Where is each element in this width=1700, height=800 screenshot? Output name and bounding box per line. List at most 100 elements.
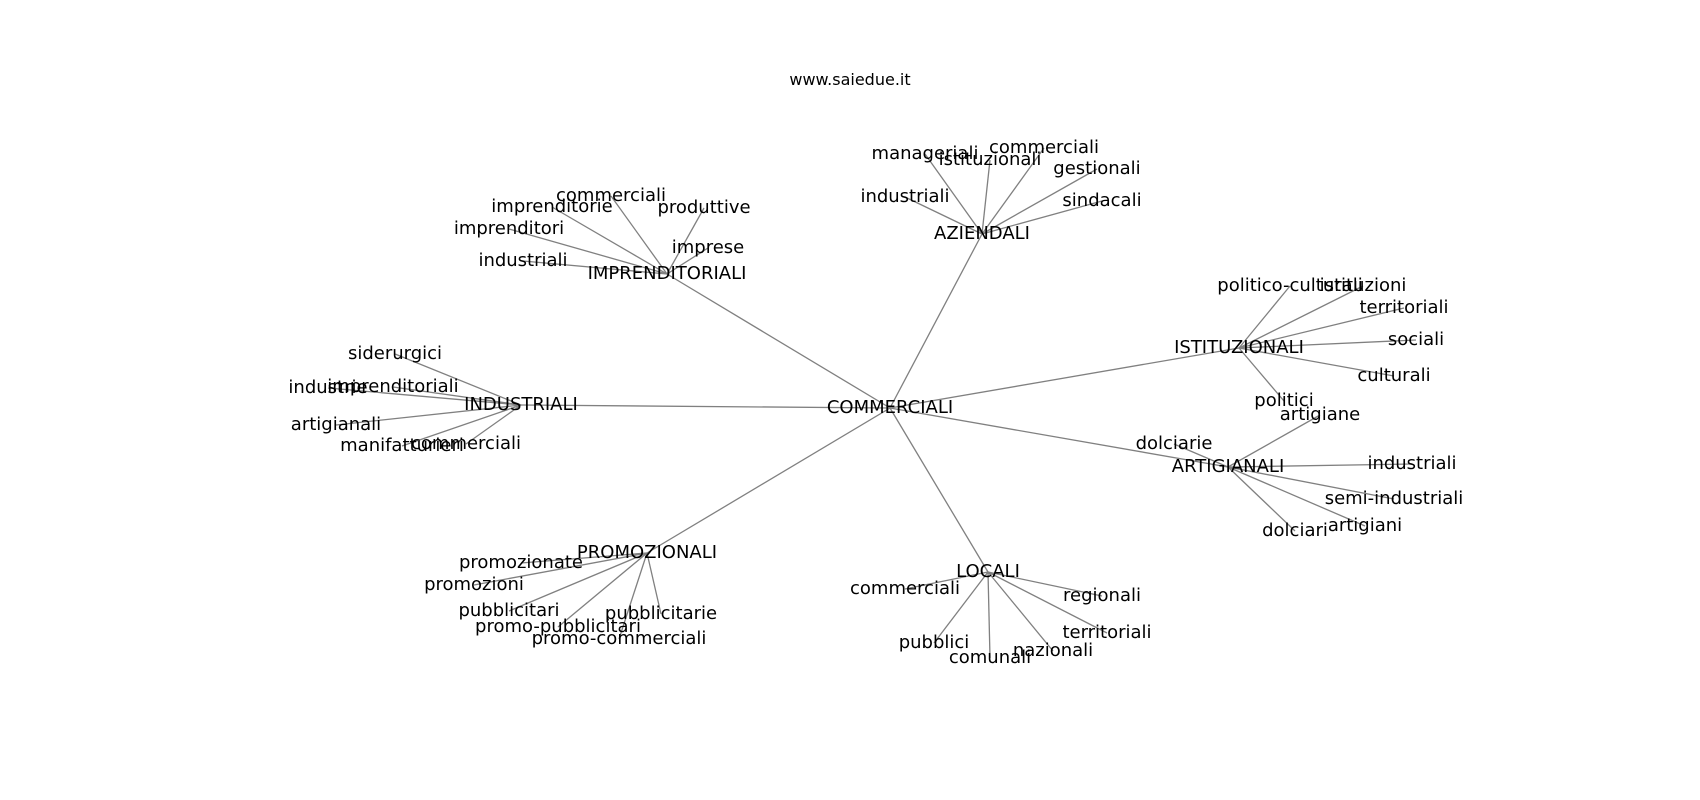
node-leaf-locali-2: territoriali: [1062, 622, 1151, 643]
node-leaf-istituzionali-5: politici: [1254, 390, 1313, 411]
edge-imprenditoriali-leaf-0: [610, 195, 668, 275]
node-leaf-locali-4: nazionali: [1013, 640, 1093, 661]
node-hub-aziendali: AZIENDALI: [934, 223, 1030, 244]
node-leaf-artigianali-5: dolciari: [1262, 520, 1328, 541]
node-leaf-aziendali-5: sindacali: [1062, 190, 1141, 211]
node-leaf-locali-3: pubblici: [899, 632, 970, 653]
node-leaf-industriali-0: siderurgici: [348, 343, 442, 364]
edge-industriali-leaf-3: [335, 404, 522, 426]
node-hub-istituzionali: ISTITUZIONALI: [1174, 337, 1304, 358]
node-leaf-locali-1: regionali: [1063, 585, 1141, 606]
node-leaf-artigianali-0: artigiane: [1280, 404, 1360, 425]
node-leaf-locali-0: commerciali: [850, 578, 960, 599]
node-leaf-istituzionali-1: istituzioni: [1320, 275, 1407, 296]
edge-locali-leaf-2: [987, 571, 1108, 634]
node-leaf-artigianali-3: semi-industriali: [1325, 488, 1464, 509]
edge-root-aziendali: [889, 233, 983, 409]
node-leaf-industriali-5: commerciali: [411, 433, 521, 454]
node-leaf-industriali-2: imprenditoriali: [327, 376, 458, 397]
edge-promozionali-leaf-3: [646, 552, 662, 615]
edge-promozionali-leaf-2: [508, 552, 648, 612]
edge-locali-leaf-0: [904, 571, 989, 590]
node-leaf-artigianali-4: artigiani: [1328, 515, 1402, 536]
edge-industriali-leaf-2: [392, 386, 522, 406]
edge-promozionali-leaf-1: [473, 552, 648, 586]
edge-industriali-leaf-5: [465, 404, 522, 445]
node-leaf-industriali-4: manifatturieri: [340, 435, 464, 456]
node-hub-imprenditoriali: IMPRENDITORIALI: [588, 263, 747, 284]
node-hub-promozionali: PROMOZIONALI: [577, 542, 717, 563]
edge-istituzionali-leaf-3: [1238, 339, 1417, 349]
node-leaf-imprenditoriali-2: produttive: [657, 197, 750, 218]
edge-promozionali-leaf-0: [520, 552, 648, 564]
edge-industriali-leaf-4: [401, 404, 522, 447]
node-leaf-promozionali-3: pubblicitarie: [605, 603, 717, 624]
node-leaf-imprenditoriali-5: industriali: [478, 250, 567, 271]
node-leaf-promozionali-5: promo-commerciali: [532, 628, 707, 649]
node-leaf-istituzionali-2: territoriali: [1359, 297, 1448, 318]
edge-industriali-leaf-1: [327, 387, 522, 406]
edge-imprenditoriali-leaf-4: [666, 247, 709, 275]
node-leaf-industriali-3: artigianali: [291, 414, 381, 435]
edge-aziendali-leaf-4: [904, 196, 983, 235]
node-leaf-istituzionali-0: politico-culturali: [1217, 275, 1362, 296]
node-leaf-industriali-1: industrie: [288, 377, 367, 398]
edge-imprenditoriali-leaf-3: [508, 228, 668, 275]
edge-locali-leaf-5: [987, 571, 991, 659]
edge-promozionali-leaf-5: [618, 552, 648, 640]
node-leaf-promozionali-0: promozionate: [459, 552, 583, 573]
edge-root-industriali: [520, 404, 891, 409]
edge-aziendali-leaf-5: [981, 200, 1103, 235]
node-leaf-promozionali-1: promozioni: [424, 574, 524, 595]
edge-istituzionali-leaf-0: [1238, 285, 1291, 349]
edge-aziendali-leaf-1: [981, 147, 1045, 235]
edge-aziendali-leaf-0: [924, 153, 983, 235]
edge-imprenditoriali-leaf-2: [666, 207, 705, 275]
edge-istituzionali-leaf-1: [1238, 285, 1364, 349]
edge-locali-leaf-1: [987, 571, 1103, 597]
edge-artigianali-leaf-5: [1227, 466, 1296, 532]
edge-root-locali: [889, 407, 989, 573]
edge-root-istituzionali: [889, 347, 1240, 409]
edge-industriali-leaf-0: [394, 353, 522, 406]
edge-aziendali-leaf-3: [981, 168, 1098, 235]
edge-locali-leaf-3: [933, 571, 989, 644]
node-leaf-aziendali-1: commerciali: [989, 137, 1099, 158]
node-leaf-artigianali-1: dolciarie: [1136, 433, 1213, 454]
node-leaf-aziendali-4: industriali: [860, 186, 949, 207]
edge-imprenditoriali-leaf-1: [551, 206, 668, 275]
edge-imprenditoriali-leaf-5: [522, 260, 668, 275]
labels-group: COMMERCIALI AZIENDALI manageriali commercia…: [288, 137, 1463, 668]
edge-aziendali-leaf-2: [981, 159, 991, 235]
edge-locali-leaf-4: [987, 571, 1054, 652]
edge-artigianali-leaf-3: [1227, 466, 1395, 500]
edge-artigianali-leaf-0: [1227, 414, 1321, 468]
edge-istituzionali-leaf-2: [1238, 307, 1405, 349]
node-leaf-aziendali-0: manageriali: [872, 143, 979, 164]
node-leaf-istituzionali-3: sociali: [1388, 329, 1444, 350]
edge-artigianali-leaf-2: [1227, 463, 1413, 468]
node-leaf-imprenditoriali-1: imprenditorie: [491, 196, 612, 217]
edges-group: [327, 147, 1417, 659]
node-leaf-istituzionali-4: culturali: [1357, 365, 1430, 386]
edge-root-artigianali: [889, 407, 1229, 468]
node-leaf-imprenditoriali-4: imprese: [672, 237, 745, 258]
edge-istituzionali-leaf-4: [1238, 347, 1395, 377]
edge-promozionali-leaf-4: [557, 552, 648, 628]
node-root: COMMERCIALI: [827, 397, 953, 418]
edge-artigianali-leaf-1: [1173, 443, 1229, 468]
edge-root-promozionali: [646, 407, 891, 554]
node-leaf-promozionali-4: promo-pubblicitari: [475, 616, 641, 637]
edge-root-imprenditoriali: [666, 273, 891, 409]
node-leaf-promozionali-2: pubblicitari: [458, 600, 559, 621]
node-hub-artigianali: ARTIGIANALI: [1172, 456, 1285, 477]
site-label: www.saiedue.it: [789, 70, 911, 89]
edge-istituzionali-leaf-5: [1238, 347, 1285, 402]
node-leaf-imprenditoriali-3: imprenditori: [454, 218, 564, 239]
node-leaf-aziendali-3: gestionali: [1053, 158, 1140, 179]
edge-artigianali-leaf-4: [1227, 466, 1366, 527]
node-hub-locali: LOCALI: [956, 561, 1020, 582]
node-leaf-locali-5: comunali: [949, 647, 1031, 668]
